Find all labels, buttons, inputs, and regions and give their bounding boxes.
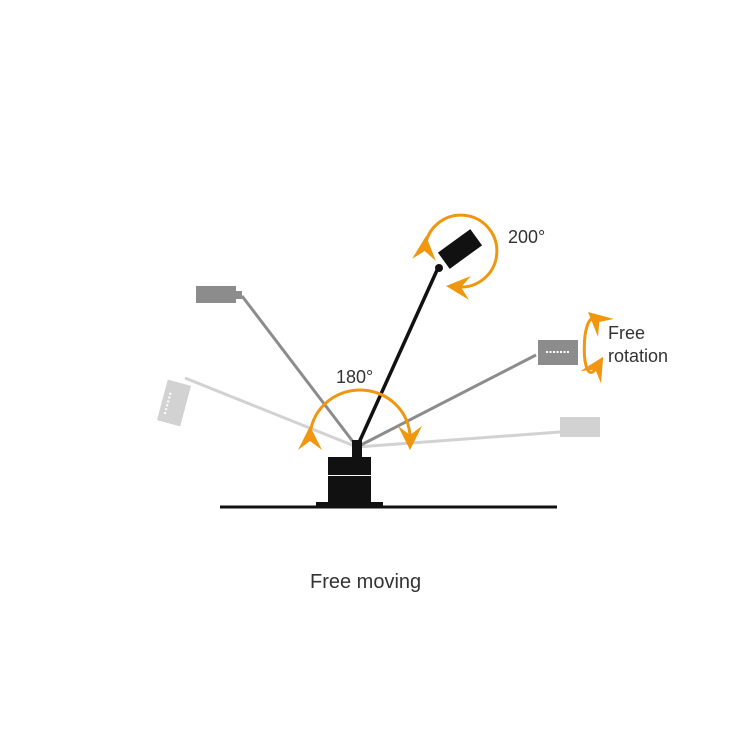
swing-angle-label: 180° xyxy=(336,367,374,387)
lamp-base xyxy=(220,440,557,509)
free-rotation-label-line1: Free xyxy=(608,323,646,343)
lamp-arm-light-left xyxy=(156,376,358,449)
free-rotation-arrow xyxy=(580,312,614,384)
free-rotation-label-line2: rotation xyxy=(608,346,669,366)
lamp-arm-mid-right xyxy=(356,340,578,449)
lamp-arm-mid-left xyxy=(196,286,359,448)
swing-arc-arrow xyxy=(297,388,422,451)
rotation-angle-label: 200° xyxy=(508,227,546,247)
lamp-arm-light-right xyxy=(356,417,600,449)
rotation-200-arrow xyxy=(411,213,499,300)
caption: Free moving xyxy=(310,571,422,593)
